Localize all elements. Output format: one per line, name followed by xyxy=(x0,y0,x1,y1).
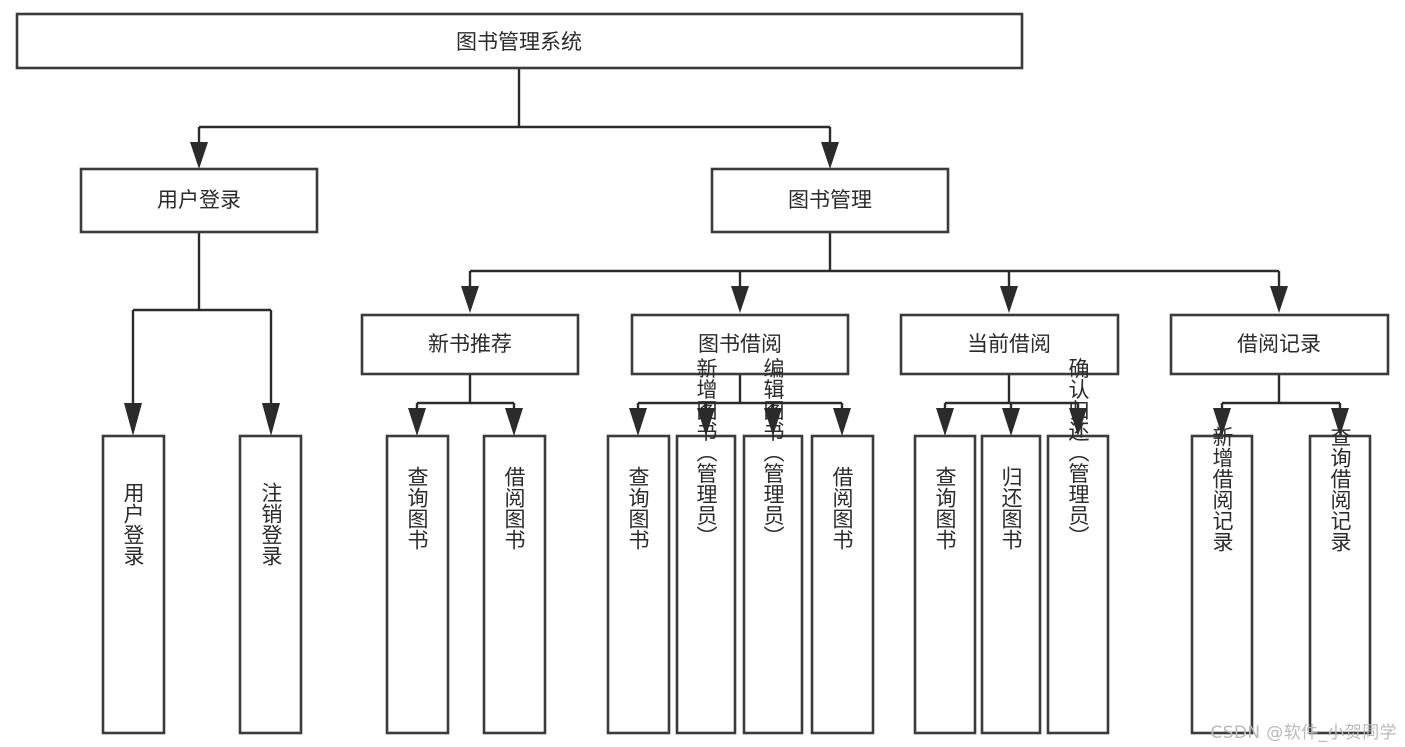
leaf-edit-book-box[interactable] xyxy=(742,434,804,735)
leaf-node-query-book-borrow[interactable]: 查询图书 xyxy=(606,434,671,735)
connectors-user-login-to-leaves xyxy=(124,232,280,436)
leaf-query-borrow-record-box[interactable] xyxy=(1308,434,1372,735)
leaf-node-edit-book[interactable]: 编辑图书（管理员） xyxy=(742,358,804,735)
leaf-query-book-recommend-label: 查询图书 xyxy=(405,466,429,550)
leaf-return-book-box[interactable] xyxy=(980,434,1042,735)
leaf-query-book-current-label: 查询图书 xyxy=(933,466,957,550)
arrow-head-leaf-user-login xyxy=(124,403,142,436)
leaf-node-query-borrow-record[interactable]: 查询借阅记录 xyxy=(1308,426,1372,735)
arrow-head-leaf-borrow-book-b xyxy=(833,408,851,436)
node-book-manage-label: 图书管理 xyxy=(788,188,872,212)
node-current-borrow-box[interactable] xyxy=(899,313,1120,376)
connectors-book-manage-to-level3 xyxy=(461,232,1288,313)
arrow-head-new-book xyxy=(461,286,479,313)
node-current-borrow[interactable]: 当前借阅 xyxy=(899,313,1120,376)
arrow-head-leaf-query-book-b xyxy=(629,408,647,436)
leaf-return-book-label: 归还图书 xyxy=(999,466,1023,550)
arrow-head-user-login xyxy=(190,142,208,169)
leaf-confirm-return-box[interactable] xyxy=(1046,434,1110,735)
leaf-node-return-book[interactable]: 归还图书 xyxy=(980,434,1042,735)
leaf-node-add-borrow-record[interactable]: 新增借阅记录 xyxy=(1190,426,1254,735)
node-user-login-box[interactable] xyxy=(79,167,319,234)
leaf-borrow-book-recommend-label: 借阅图书 xyxy=(502,466,526,550)
arrow-head-leaf-return-book xyxy=(1002,408,1020,436)
leaf-confirm-return-label: 确认归还（管理员） xyxy=(1066,358,1090,547)
connectors-borrow-record-to-leaves xyxy=(1213,374,1349,436)
node-book-borrow-label: 图书借阅 xyxy=(698,332,782,356)
node-new-book-recommend-box[interactable] xyxy=(360,313,580,376)
leaf-node-logout[interactable]: 注销登录 xyxy=(238,434,303,735)
arrow-head-leaf-borrow-book-a xyxy=(505,408,523,436)
leaf-logout-box[interactable] xyxy=(238,434,303,735)
leaf-user-login-label: 用户登录 xyxy=(121,482,145,566)
node-root-system[interactable]: 图书管理系统 xyxy=(15,12,1024,70)
node-current-borrow-label: 当前借阅 xyxy=(967,332,1051,356)
node-book-manage-box[interactable] xyxy=(710,167,950,234)
arrow-head-leaf-query-record xyxy=(1331,408,1349,436)
connectors-current-borrow-to-leaves xyxy=(936,374,1087,436)
leaf-node-borrow-book[interactable]: 借阅图书 xyxy=(810,434,875,735)
node-borrow-record-box[interactable] xyxy=(1169,313,1390,376)
leaf-query-book-current-box[interactable] xyxy=(913,434,977,735)
node-new-book-recommend-label: 新书推荐 xyxy=(428,332,512,356)
node-book-borrow[interactable]: 图书借阅 xyxy=(630,313,850,376)
connectors-book-borrow-to-leaves xyxy=(629,374,851,436)
leaf-borrow-book-box[interactable] xyxy=(810,434,875,735)
leaf-add-book-label: 新增图书（管理员） xyxy=(694,358,718,547)
arrow-head-leaf-query-book-c xyxy=(936,408,954,436)
node-new-book-recommend[interactable]: 新书推荐 xyxy=(360,313,580,376)
leaf-node-query-book-current[interactable]: 查询图书 xyxy=(913,434,977,735)
leaf-node-user-login[interactable]: 用户登录 xyxy=(101,434,166,735)
leaf-edit-book-label: 编辑图书（管理员） xyxy=(761,358,785,547)
csdn-watermark: CSDN @软件_小贺同学 xyxy=(1210,723,1397,743)
arrow-head-leaf-add-book xyxy=(697,408,715,436)
leaf-add-book-box[interactable] xyxy=(675,434,737,735)
node-book-borrow-box[interactable] xyxy=(630,313,850,376)
arrow-head-leaf-add-record xyxy=(1213,408,1231,436)
arrow-head-borrow-record xyxy=(1270,286,1288,313)
node-borrow-record-label: 借阅记录 xyxy=(1237,332,1321,356)
arrow-head-book-borrow xyxy=(731,286,749,313)
leaf-node-query-book-recommend[interactable]: 查询图书 xyxy=(385,434,450,735)
node-root-label: 图书管理系统 xyxy=(456,30,582,54)
leaf-node-add-book[interactable]: 新增图书（管理员） xyxy=(675,358,737,735)
leaf-borrow-book-label: 借阅图书 xyxy=(830,466,854,550)
node-book-manage[interactable]: 图书管理 xyxy=(710,167,950,234)
leaf-node-confirm-return[interactable]: 确认归还（管理员） xyxy=(1046,358,1110,735)
arrow-head-leaf-logout xyxy=(262,403,280,436)
arrow-head-leaf-edit-book xyxy=(764,408,782,436)
connectors-new-book-to-leaves xyxy=(408,374,523,436)
arrow-head-current-borrow xyxy=(1000,286,1018,313)
leaf-borrow-book-recommend-box[interactable] xyxy=(482,434,547,735)
leaf-query-book-recommend-box[interactable] xyxy=(385,434,450,735)
arrow-head-book-manage xyxy=(821,142,839,169)
arrow-head-leaf-query-book-a xyxy=(408,408,426,436)
leaf-logout-label: 注销登录 xyxy=(259,482,283,566)
connectors-root-to-level2 xyxy=(190,68,839,169)
arrow-head-leaf-confirm-return xyxy=(1069,408,1087,436)
leaf-user-login-box[interactable] xyxy=(101,434,166,735)
leaf-node-borrow-book-recommend[interactable]: 借阅图书 xyxy=(482,434,547,735)
node-borrow-record[interactable]: 借阅记录 xyxy=(1169,313,1390,376)
leaf-query-book-borrow-box[interactable] xyxy=(606,434,671,735)
leaf-add-borrow-record-label: 新增借阅记录 xyxy=(1210,426,1234,552)
node-user-login[interactable]: 用户登录 xyxy=(79,167,319,234)
leaf-query-borrow-record-label: 查询借阅记录 xyxy=(1328,426,1352,552)
node-user-login-label: 用户登录 xyxy=(157,188,241,212)
leaf-query-book-borrow-label: 查询图书 xyxy=(626,466,650,550)
leaf-add-borrow-record-box[interactable] xyxy=(1190,434,1254,735)
node-root-box[interactable] xyxy=(15,12,1024,70)
